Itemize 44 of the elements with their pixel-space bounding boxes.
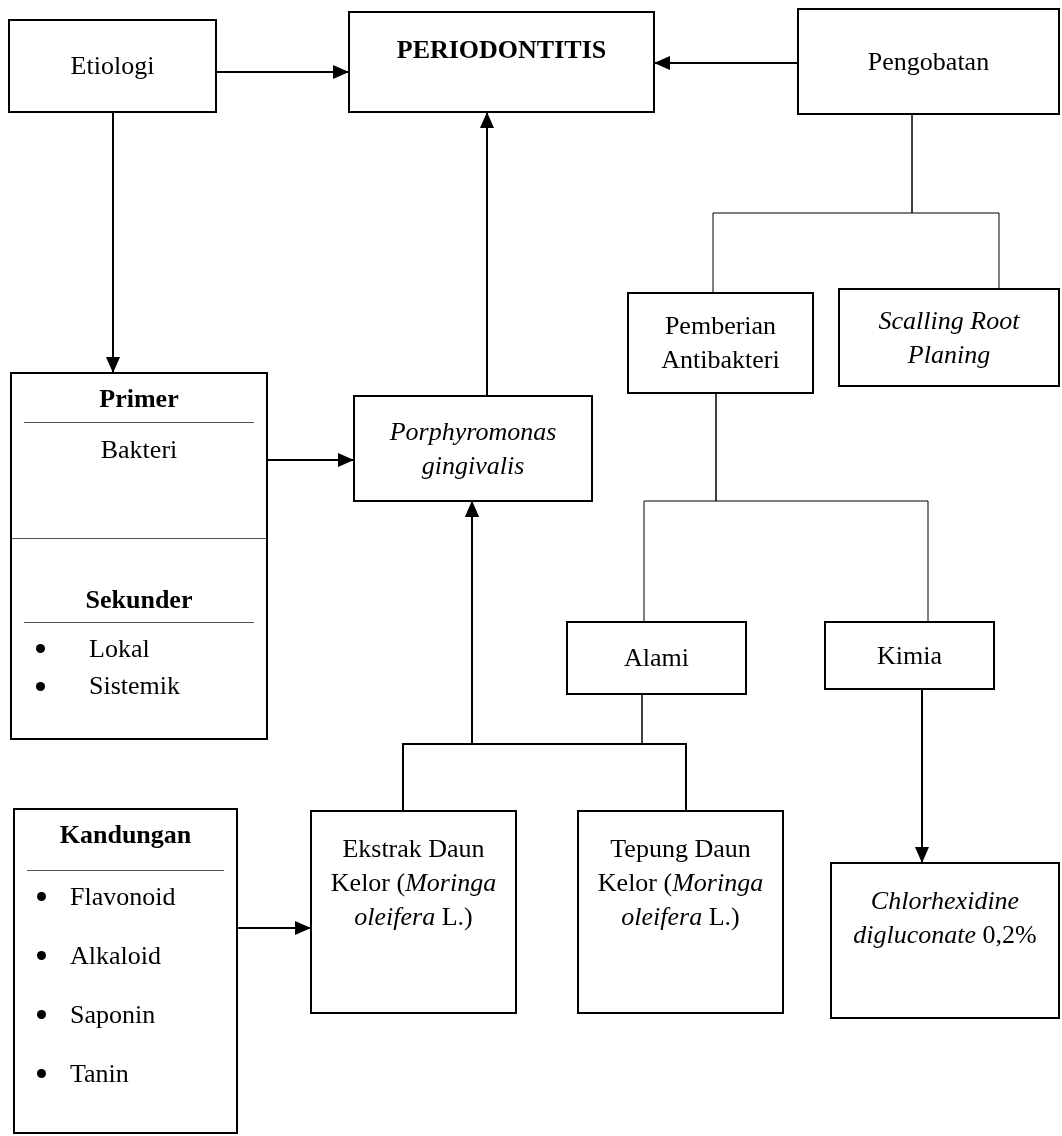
list-item: Tanin: [70, 1058, 129, 1090]
box-label: Pengobatan: [867, 45, 990, 78]
process-box: [353, 395, 593, 502]
process-box: [348, 11, 655, 113]
box-label: Scalling Root Planing: [877, 304, 1021, 371]
section-text: Bakteri: [100, 433, 178, 466]
process-box: [577, 810, 784, 1014]
list-item: Lokal: [89, 633, 150, 665]
process-box: [627, 292, 814, 394]
box-label: Chlorhexidine digluconate 0,2%: [852, 885, 1038, 951]
section-heading: Kandungan: [59, 819, 192, 851]
list-item: Alkaloid: [70, 940, 161, 972]
list-item: Flavonoid: [70, 880, 176, 912]
process-box: [310, 810, 517, 1014]
section-heading: Sekunder: [85, 583, 193, 616]
box-label: Kimia: [877, 639, 942, 672]
category-box: [10, 372, 268, 740]
arrow: [106, 112, 120, 373]
box-label: PERIODONTITIS: [396, 34, 607, 66]
process-box: [830, 862, 1060, 1019]
arrow: [465, 501, 687, 811]
box-label: Ekstrak Daun Kelor (Moringa oleifera L.): [329, 833, 498, 933]
box-label: Porphyromonas gingivalis: [388, 415, 558, 482]
arrow: [480, 112, 494, 396]
process-box: [824, 621, 995, 690]
process-box: [566, 621, 747, 695]
arrow: [216, 65, 349, 79]
box-label: Etiologi: [70, 50, 155, 83]
box-label: Alami: [624, 642, 689, 675]
section-heading: Primer: [99, 383, 179, 415]
process-box: [797, 8, 1060, 115]
box-label: Tepung Daun Kelor (Moringa oleifera L.): [596, 833, 765, 933]
list-item: Sistemik: [89, 670, 180, 702]
box-label: Pemberian Antibakteri: [660, 310, 781, 376]
arrow: [654, 56, 798, 70]
process-box: [838, 288, 1060, 387]
arrow: [237, 921, 311, 935]
arrow: [267, 453, 354, 467]
list-item: Saponin: [70, 999, 156, 1031]
process-box: [8, 19, 217, 113]
arrow: [915, 689, 929, 863]
category-box: [13, 808, 238, 1134]
connector-line: [911, 114, 1000, 289]
connector-line: [715, 393, 929, 622]
